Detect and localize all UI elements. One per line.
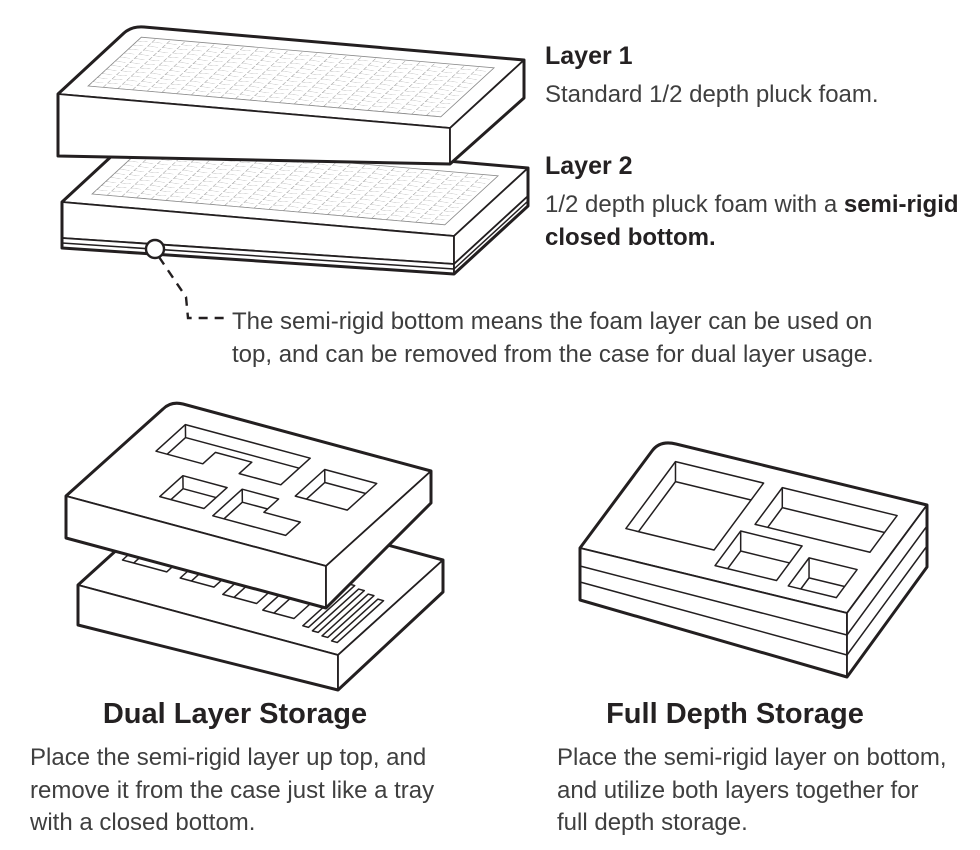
dual-layer-line-2: remove it from the case just like a tray	[30, 776, 435, 804]
dual-layer-description: Place the semi-rigid layer up top, and r…	[30, 742, 470, 840]
layer-2-description: 1/2 depth pluck foam with a semi-rigid c…	[545, 188, 975, 254]
full-depth-line-3: full depth storage.	[557, 809, 748, 836]
full-depth-line-1: Place the semi-rigid layer on bottom,	[557, 744, 947, 771]
callout-leader-line	[158, 256, 224, 320]
layer-1-title: Layer 1	[545, 42, 633, 70]
layer-1-label-block: Layer 1 Standard 1/2 depth pluck foam.	[545, 42, 965, 111]
pluck-grid-texture	[91, 144, 500, 226]
callout-marker	[144, 238, 166, 260]
callout-line-1: The semi-rigid bottom means the foam lay…	[232, 308, 873, 335]
full-depth-tray-illustration	[555, 415, 980, 700]
top-tray-drawing	[66, 403, 431, 608]
pluck-foam-stack-illustration	[56, 25, 530, 320]
top-tray-cavities	[114, 425, 383, 543]
layer-seam-lines	[579, 525, 928, 656]
full-depth-block-drawing	[580, 443, 927, 677]
layer-2-title: Layer 2	[545, 152, 633, 180]
full-depth-line-2: and utilize both layers together for	[557, 776, 919, 804]
layer-2-description-text: 1/2 depth pluck foam with a	[545, 191, 844, 218]
dual-layer-line-3: with a closed bottom.	[30, 809, 256, 836]
full-depth-heading: Full Depth Storage	[606, 698, 864, 730]
callout-note: The semi-rigid bottom means the foam lay…	[232, 305, 942, 371]
layer-2-description-bold: semi-rigid closed bottom.	[545, 191, 959, 251]
full-depth-description: Place the semi-rigid layer on bottom, an…	[557, 742, 977, 840]
callout-line-2: top, and can be removed from the case fo…	[232, 341, 874, 368]
foam-layer-1-drawing	[56, 25, 526, 166]
layer-2-label-block: Layer 2 1/2 depth pluck foam with a semi…	[545, 152, 975, 254]
dual-layer-heading: Dual Layer Storage	[102, 698, 368, 730]
dual-layer-section: Dual Layer Storage	[20, 698, 450, 731]
full-depth-cavities	[615, 462, 897, 598]
full-depth-section: Full Depth Storage	[535, 698, 935, 731]
dual-layer-line-1: Place the semi-rigid layer up top, and	[30, 744, 427, 771]
dual-layer-trays-illustration	[28, 380, 458, 700]
pluck-grid-texture	[87, 36, 496, 118]
layer-1-description: Standard 1/2 depth pluck foam.	[545, 81, 879, 108]
